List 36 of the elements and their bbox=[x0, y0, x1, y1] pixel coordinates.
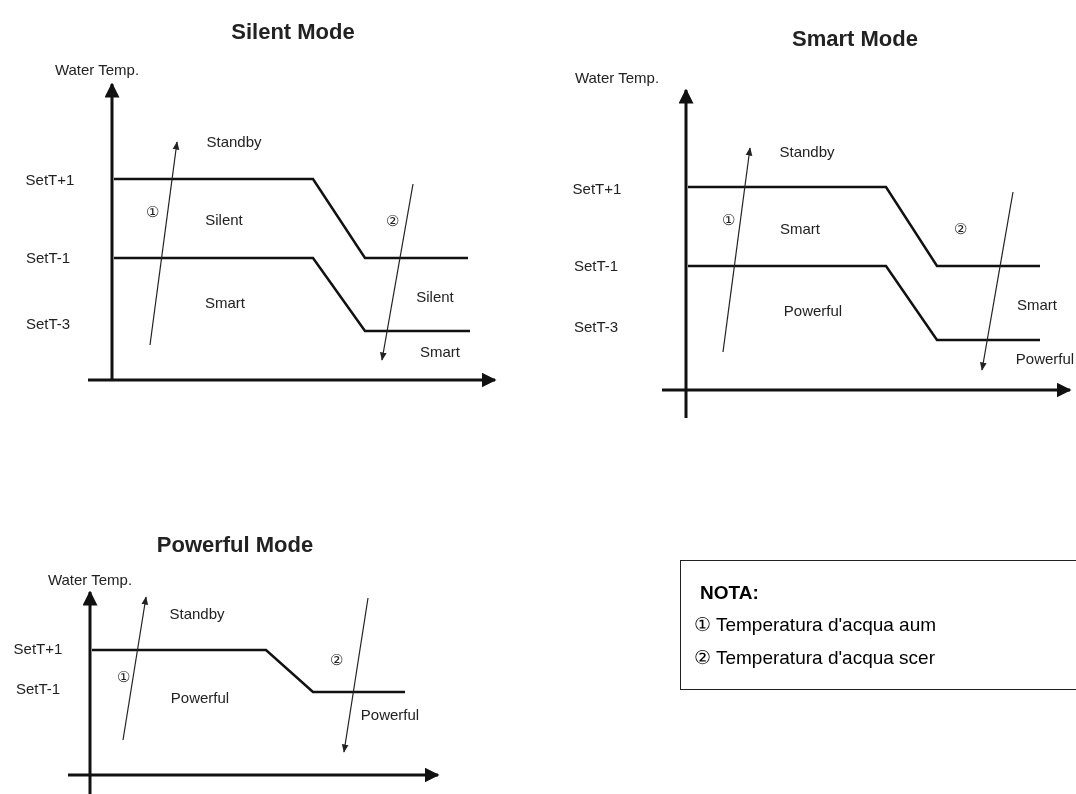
note-heading: NOTA: bbox=[700, 582, 759, 604]
zone-label: Powerful bbox=[360, 706, 420, 724]
zone-label: Standby bbox=[206, 133, 262, 151]
step-number: ② bbox=[329, 651, 343, 669]
chart-title: Powerful Mode bbox=[156, 532, 314, 558]
tick-label: SetT-1 bbox=[25, 249, 71, 267]
zone-label: Standby bbox=[169, 605, 225, 623]
zone-label: Silent bbox=[416, 288, 454, 306]
zone-label: Powerful bbox=[1015, 350, 1075, 368]
axis-label: Water Temp. bbox=[47, 571, 133, 589]
note-text: ② Temperatura d'acqua scer bbox=[694, 647, 935, 669]
step-number: ② bbox=[385, 212, 399, 230]
tick-label: SetT-3 bbox=[25, 315, 71, 333]
tick-label: SetT+1 bbox=[13, 640, 63, 658]
step-number: ① bbox=[116, 668, 130, 686]
chart-title: Smart Mode bbox=[792, 26, 918, 52]
zone-label: Powerful bbox=[783, 302, 843, 320]
chart-title: Silent Mode bbox=[231, 19, 355, 45]
tick-label: SetT-1 bbox=[573, 257, 619, 275]
zone-label: Powerful bbox=[170, 689, 230, 707]
step-number: ① bbox=[721, 211, 735, 229]
zone-label: Standby bbox=[779, 143, 835, 161]
zone-label: Smart bbox=[205, 294, 245, 312]
axis-label: Water Temp. bbox=[54, 61, 140, 79]
step-number: ① bbox=[145, 203, 159, 221]
tick-label: SetT-1 bbox=[15, 680, 61, 698]
tick-label: SetT+1 bbox=[572, 180, 622, 198]
note-text: ① Temperatura d'acqua aum bbox=[694, 614, 937, 636]
tick-label: SetT+1 bbox=[25, 171, 75, 189]
zone-label: Smart bbox=[420, 343, 460, 361]
zone-label: Smart bbox=[1017, 296, 1057, 314]
zone-label: Smart bbox=[780, 220, 820, 238]
step-number: ② bbox=[953, 220, 967, 238]
tick-label: SetT-3 bbox=[573, 318, 619, 336]
axis-label: Water Temp. bbox=[574, 69, 660, 87]
zone-label: Silent bbox=[205, 211, 243, 229]
